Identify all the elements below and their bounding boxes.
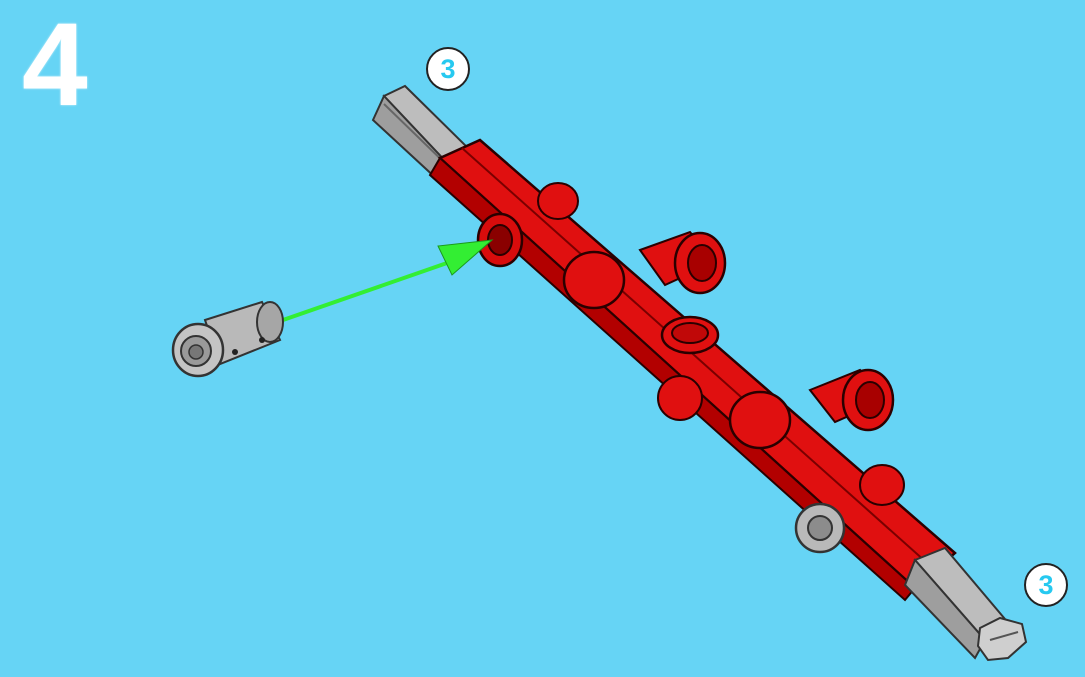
axle-bottom-icon bbox=[905, 548, 1026, 660]
quantity-callout-top: 3 bbox=[426, 47, 470, 91]
quantity-callout-bottom: 3 bbox=[1024, 563, 1068, 607]
insert-arrow-icon bbox=[283, 240, 492, 320]
connector-bush-icon bbox=[173, 302, 283, 376]
red-beam-icon bbox=[430, 140, 955, 600]
